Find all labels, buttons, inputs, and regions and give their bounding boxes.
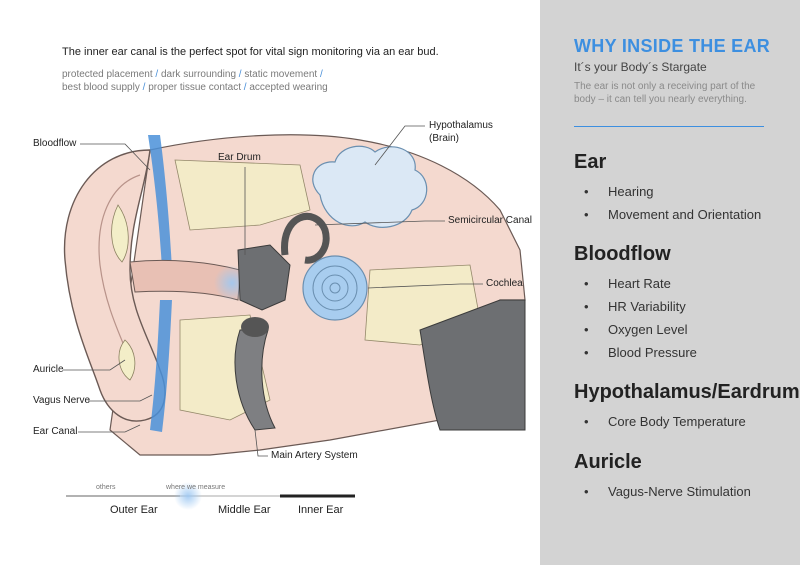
list-item: Core Body Temperature <box>574 410 800 433</box>
tags-line-1: protected placement / dark surrounding /… <box>62 69 323 80</box>
label-auricle: Auricle <box>33 364 64 375</box>
bloodflow-vessel <box>148 135 172 270</box>
section-ear: Ear Hearing Movement and Orientation <box>574 150 761 226</box>
list-item: Oxygen Level <box>574 318 697 341</box>
ossicles <box>237 244 291 311</box>
tags-line-2: best blood supply / proper tissue contac… <box>62 82 328 93</box>
list-item: Blood Pressure <box>574 341 697 364</box>
list-item: Vagus-Nerve Stimulation <box>574 480 751 503</box>
main-artery-opening <box>241 317 269 337</box>
main-artery <box>234 329 276 431</box>
cochlea-shape <box>302 255 368 321</box>
section-heading: Hypothalamus/Eardrum <box>574 381 800 403</box>
auricle-inner <box>98 174 141 361</box>
ear-anatomy-illustration <box>63 125 526 510</box>
label-ear-canal: Ear Canal <box>33 426 78 437</box>
panel-title: WHY INSIDE THE EAR <box>574 36 771 56</box>
section-hypothalamus-eardrum: Hypothalamus/Eardrum Core Body Temperatu… <box>574 380 800 433</box>
label-semicircular-canal: Semicircular Canal <box>448 215 532 226</box>
ear-canal-shape <box>129 259 241 301</box>
section-auricle: Auricle Vagus-Nerve Stimulation <box>574 450 751 503</box>
section-heading: Ear <box>574 151 607 173</box>
dark-tissue <box>419 299 526 431</box>
tag: best blood supply <box>62 82 140 93</box>
section-heading: Auricle <box>574 451 642 473</box>
label-cochlea: Cochlea <box>486 278 523 289</box>
section-heading: Bloodflow <box>574 243 671 265</box>
scale-where-we-measure: where we measure <box>166 484 226 491</box>
semicircular-canal <box>281 212 330 264</box>
brain-shape <box>312 145 428 228</box>
scale-middle-ear: Middle Ear <box>218 504 271 516</box>
list-item: Movement and Orientation <box>574 203 761 226</box>
tag: protected placement <box>62 69 153 80</box>
label-main-artery: Main Artery System <box>271 450 358 461</box>
tag: dark surrounding <box>160 69 237 80</box>
label-brain: (Brain) <box>429 133 460 144</box>
intro-title: The inner ear canal is the perfect spot … <box>62 46 439 58</box>
scale-others: others <box>96 484 116 491</box>
label-hypothalamus: Hypothalamus <box>429 120 493 131</box>
tag: proper tissue contact <box>148 82 242 93</box>
label-vagus-nerve: Vagus Nerve <box>33 395 91 406</box>
bloodflow-vessel <box>150 300 172 432</box>
panel-subtitle: It´s your Body´s Stargate <box>574 60 707 74</box>
tag: static movement <box>244 69 318 80</box>
panel-divider <box>574 126 764 127</box>
auricle-shape <box>63 149 166 422</box>
diagram-area: The inner ear canal is the perfect spot … <box>33 46 532 516</box>
cartilage <box>118 339 136 381</box>
label-bloodflow: Bloodflow <box>33 138 77 149</box>
list-item: HR Variability <box>574 295 697 318</box>
section-bloodflow: Bloodflow Heart Rate HR Variability Oxyg… <box>574 242 697 364</box>
label-ear-drum: Ear Drum <box>218 152 261 163</box>
cartilage <box>111 204 129 263</box>
list-item: Heart Rate <box>574 272 697 295</box>
bone-upper <box>174 159 311 231</box>
list-item: Hearing <box>574 180 761 203</box>
tag: accepted wearing <box>249 82 328 93</box>
scale-outer-ear: Outer Ear <box>110 504 158 516</box>
scale-measure-glow <box>174 482 202 510</box>
panel-description: The ear is not only a receiving part of … <box>574 81 756 105</box>
intro-tags: protected placement / dark surrounding /… <box>62 68 392 94</box>
scale-inner-ear: Inner Ear <box>298 504 344 516</box>
